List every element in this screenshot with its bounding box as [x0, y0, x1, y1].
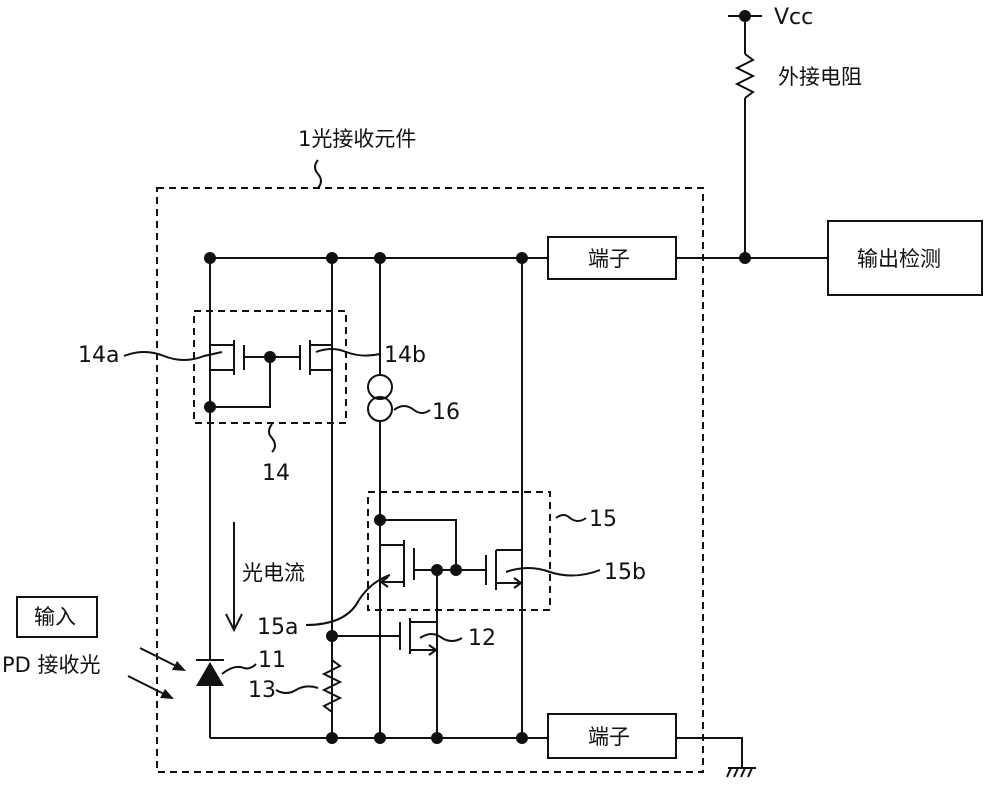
leader-14a [123, 351, 223, 361]
photocurrent-arrow-head [225, 613, 243, 633]
ref-15a: 15a [257, 615, 298, 640]
tie-15a-gate [380, 519, 457, 570]
transistor-15b [456, 549, 523, 590]
ref-15: 15 [589, 507, 617, 532]
gate-14-tie [210, 357, 271, 408]
ground-wire [676, 737, 743, 768]
terminal-bottom-box [547, 713, 677, 759]
ground-symbol [726, 767, 756, 778]
node-bottom-16 [374, 732, 386, 744]
node-top-left [204, 252, 216, 264]
pd-light-label: PD 接收光 [2, 653, 101, 677]
ref-11: 11 [258, 648, 286, 673]
ref-14: 14 [262, 461, 290, 486]
terminal-top-label: 端子 [588, 247, 630, 271]
terminal-bottom-label: 端子 [588, 725, 630, 749]
ref-13: 13 [248, 678, 276, 703]
leader-11 [221, 663, 257, 675]
leader-15 [555, 514, 587, 522]
node-top-15b [516, 252, 528, 264]
leader-15b [505, 567, 601, 577]
node-top-14b [326, 252, 338, 264]
transistor-14b [270, 340, 332, 375]
light-arrows [127, 647, 186, 699]
ext-resistor-symbol [734, 53, 756, 99]
input-box [16, 596, 98, 638]
output-detect-label: 输出检测 [857, 247, 941, 271]
photodiode-11 [196, 659, 224, 686]
transistor-15a [379, 540, 456, 588]
transistor-12 [332, 618, 438, 656]
element-label: 1光接收元件 [298, 127, 416, 151]
ext-resistor-label: 外接电阻 [778, 65, 862, 89]
transistor-14a [210, 340, 270, 375]
ref-16: 16 [432, 400, 460, 425]
current-source-lower [367, 396, 393, 422]
node-bottom-15b [516, 732, 528, 744]
current-source-upper [367, 374, 393, 400]
ref-14b: 14b [384, 343, 426, 368]
node-top-16 [374, 252, 386, 264]
ref-15b: 15b [604, 560, 646, 585]
node-bottom-12 [431, 732, 443, 744]
group-15-boundary [367, 491, 551, 611]
node-bottom-13 [326, 732, 338, 744]
output-detect-box [827, 220, 983, 296]
vcc-label: Vcc [774, 5, 813, 30]
leader-15a [305, 574, 391, 626]
group-14-boundary [193, 310, 347, 424]
ref-14a: 14a [78, 343, 119, 368]
leader-14 [268, 423, 276, 453]
resistor-13-symbol [321, 659, 343, 713]
input-label: 输入 [34, 605, 76, 629]
leader-14b [315, 348, 381, 357]
ref-12: 12 [468, 626, 496, 651]
leader-12 [419, 633, 463, 642]
element-boundary [156, 187, 704, 773]
leader-13 [275, 685, 319, 694]
leader-16 [393, 405, 431, 414]
photocurrent-label: 光电流 [242, 561, 305, 585]
element-leader [314, 159, 322, 189]
